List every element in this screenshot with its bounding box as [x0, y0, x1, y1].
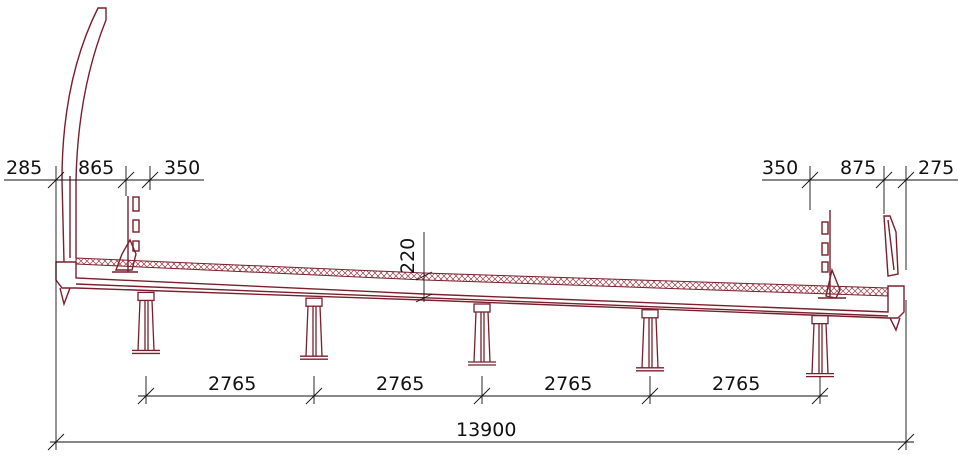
paving-layer [75, 257, 889, 297]
girder-4 [636, 309, 664, 372]
girder-1 [132, 291, 160, 355]
dim-paving-thickness: 220 [397, 238, 419, 274]
girder-3 [468, 303, 496, 366]
right-railing [818, 210, 846, 299]
girder-group [132, 291, 834, 378]
deck-structure [55, 257, 905, 332]
dim-girder-spacing-4: 2765 [712, 373, 760, 395]
lamp-post [61, 7, 107, 263]
deck-slab [55, 261, 905, 319]
dim-left-edge: 285 [6, 157, 42, 179]
girder-2 [300, 297, 328, 360]
dimension-lines [4, 166, 958, 451]
dim-girder-spacing-3: 2765 [544, 373, 592, 395]
dim-girder-spacing-1: 2765 [208, 373, 256, 395]
dim-right-edge: 275 [918, 157, 954, 179]
right-barrier [883, 215, 899, 277]
dimension-labels: 285 865 350 350 875 275 220 2765 2765 27… [6, 157, 954, 441]
dim-right-railing: 350 [762, 157, 798, 179]
left-railing [112, 196, 140, 273]
dim-right-walkway: 875 [840, 157, 876, 179]
dim-left-railing: 350 [164, 157, 200, 179]
dim-left-lamp-zone: 865 [78, 157, 114, 179]
dim-overall-width: 13900 [456, 419, 516, 441]
girder-5 [806, 315, 834, 378]
dim-girder-spacing-2: 2765 [376, 373, 424, 395]
